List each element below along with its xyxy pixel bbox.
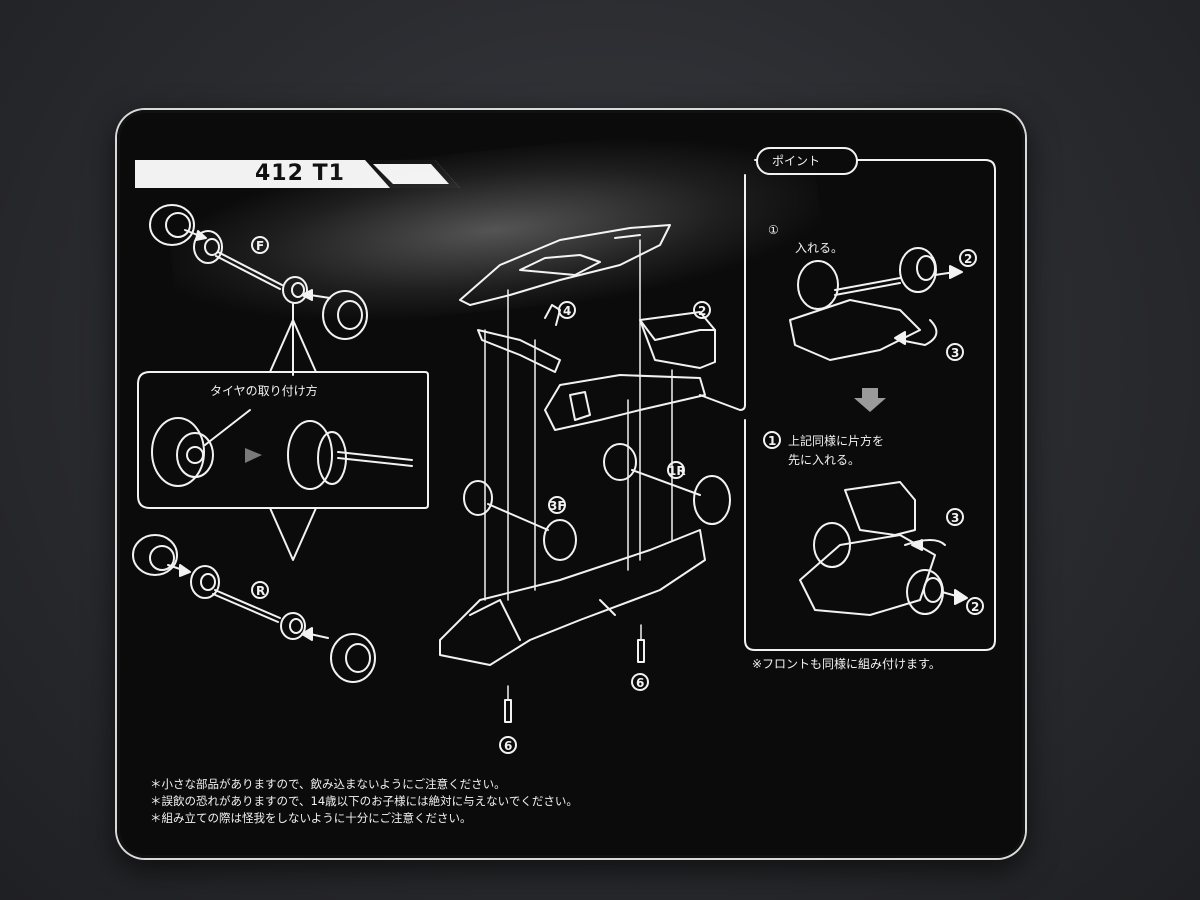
model-name: 412 T1 bbox=[255, 161, 345, 186]
exploded-car-view bbox=[439, 224, 731, 723]
step1-number: 1 bbox=[768, 434, 777, 448]
title-bar-shape bbox=[135, 160, 460, 188]
label-1r: 1R bbox=[668, 464, 686, 478]
label-2-upper: 2 bbox=[964, 252, 973, 266]
label-r: R bbox=[256, 584, 266, 598]
model-title-bar: 412 T1 bbox=[135, 160, 460, 188]
warning-2: ＊誤飲の恐れがありますので、14歳以下のお子様には絶対に与えないでください。 bbox=[150, 794, 578, 808]
label-4: 4 bbox=[563, 304, 572, 318]
point-step-text: 入れる。 bbox=[795, 241, 844, 255]
label-6-front: 6 bbox=[504, 739, 513, 753]
tire-box-title: タイヤの取り付け方 bbox=[210, 384, 318, 398]
label-6-rear: 6 bbox=[636, 676, 645, 690]
step1-line2: 先に入れる。 bbox=[788, 453, 861, 467]
label-f-circle bbox=[251, 236, 269, 254]
warning-1: ＊小さな部品がありますので、飲み込まないようにご注意ください。 bbox=[150, 777, 506, 791]
label-3-lower: 3 bbox=[951, 511, 960, 525]
warning-3: ＊組み立ての際は怪我をしないように十分にご注意ください。 bbox=[150, 811, 472, 825]
point-step-number: ① bbox=[768, 223, 779, 237]
label-f: F bbox=[256, 239, 265, 253]
label-r-circle bbox=[251, 581, 269, 599]
label-3f: 3F bbox=[549, 499, 566, 513]
front-wheel-assembly bbox=[149, 204, 368, 376]
point-box bbox=[699, 159, 996, 651]
label-2-lower: 2 bbox=[971, 600, 980, 614]
point-label-bubble bbox=[756, 147, 858, 175]
instruction-card bbox=[115, 108, 1027, 860]
label-2: 2 bbox=[698, 304, 707, 318]
tire-mounting-box bbox=[137, 319, 429, 561]
point-label: ポイント bbox=[772, 154, 821, 168]
rear-wheel-assembly bbox=[132, 534, 376, 683]
front-note: ※フロントも同様に組み付けます。 bbox=[752, 657, 941, 671]
label-3-upper: 3 bbox=[951, 346, 960, 360]
step1-line1: 上記同様に片方を bbox=[788, 434, 885, 448]
